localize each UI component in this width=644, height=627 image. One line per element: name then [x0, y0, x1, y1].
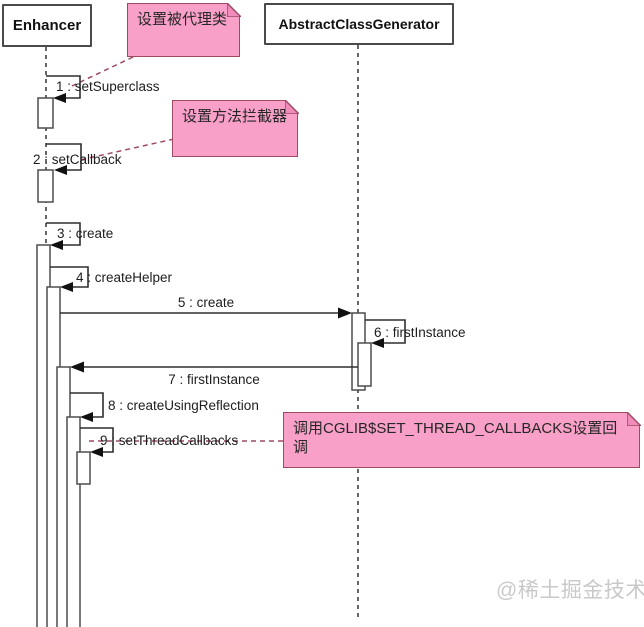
note-set-method-interceptor: 设置方法拦截器 — [172, 99, 299, 157]
arrowhead-message-7 — [70, 361, 84, 373]
note-connector-1 — [71, 56, 134, 87]
note-fold-icon — [226, 2, 241, 17]
message-label-3: 3 : create — [57, 226, 114, 241]
activation-bar-acg-firstinstance — [357, 342, 372, 387]
self-message-3-path — [46, 222, 81, 246]
note-set-proxied-class: 设置被代理类 — [127, 2, 241, 57]
activation-bar-createusingreflection — [66, 416, 81, 627]
activation-bar-setcallback — [37, 169, 54, 203]
message-label-1: 1 : setSuperclass — [56, 79, 160, 94]
note-text: 设置方法拦截器 — [182, 108, 288, 125]
arrowhead-message-1 — [53, 93, 66, 103]
participant-label-enhancer: Enhancer — [12, 17, 82, 34]
message-label-2: 2 : setCallback — [33, 152, 122, 167]
note-connector-2 — [79, 138, 175, 161]
self-message-1-path — [46, 75, 81, 99]
note-fold-icon — [626, 411, 641, 426]
arrowhead-message-8 — [80, 412, 93, 422]
arrowhead-message-5 — [338, 307, 352, 319]
arrowhead-message-3 — [50, 240, 63, 250]
watermark: @稀土掘金技术 — [496, 579, 644, 602]
arrowhead-message-4 — [60, 282, 73, 292]
message-label-8: 8 : createUsingReflection — [108, 398, 259, 413]
note-set-thread-callbacks: 调用CGLIB$SET_THREAD_CALLBACKS设置回调 — [283, 411, 641, 468]
message-label-7: 7 : firstInstance — [168, 372, 260, 387]
message-label-9: 9 : setThreadCallbacks — [100, 433, 239, 448]
self-message-2-path — [46, 143, 82, 171]
self-message-8-path — [70, 392, 104, 418]
self-message-9-path — [80, 427, 114, 453]
activation-bar-setthreadcallbacks — [76, 451, 91, 485]
note-fold-icon — [284, 99, 299, 114]
participant-box-abstractclassgenerator: AbstractClassGenerator — [264, 3, 454, 45]
message-label-5: 5 : create — [177, 295, 235, 310]
arrowhead-message-2 — [54, 165, 67, 175]
note-text: 调用CGLIB$SET_THREAD_CALLBACKS设置回调 — [293, 420, 618, 456]
self-message-4-path — [50, 266, 89, 288]
message-label-6: 6 : firstInstance — [374, 325, 466, 340]
activation-bar-setsuperclass — [37, 97, 54, 129]
participant-box-enhancer: Enhancer — [2, 4, 92, 47]
self-message-6-path — [365, 319, 406, 344]
note-text: 设置被代理类 — [137, 11, 228, 28]
arrowhead-message-6 — [371, 338, 384, 348]
arrowhead-message-9 — [90, 447, 103, 457]
participant-label-abstractclassgenerator: AbstractClassGenerator — [278, 16, 440, 32]
message-label-4: 4 : createHelper — [76, 270, 173, 285]
